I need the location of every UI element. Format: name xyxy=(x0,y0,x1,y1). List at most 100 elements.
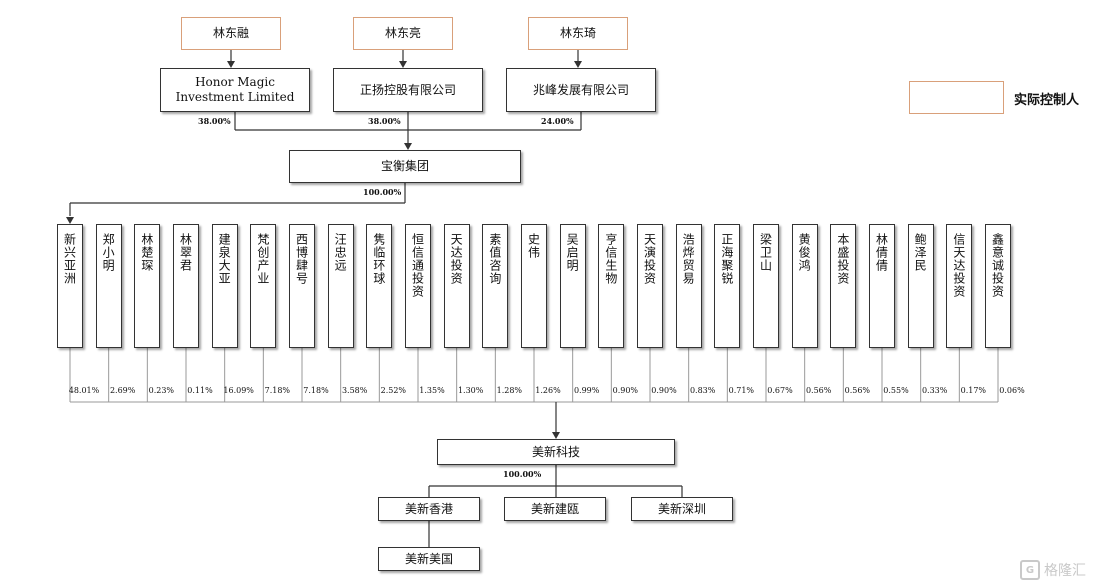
shareholder-name: 亨信生物 xyxy=(603,233,618,285)
sub-subsidiary-name: 美新美国 xyxy=(404,551,453,566)
shareholder-name: 吴启明 xyxy=(565,233,580,272)
subsidiary-box: 美新香港 xyxy=(378,497,480,521)
holding-entity-box: 正扬控股有限公司 xyxy=(333,68,483,112)
shareholder-pct: 0.55% xyxy=(883,386,909,395)
shareholder-pct: 2.69% xyxy=(109,386,136,395)
shareholder-name: 恒信通投资 xyxy=(410,233,425,298)
subsidiary-box: 美新建瓯 xyxy=(504,497,606,521)
shareholder-pct: 0.56% xyxy=(805,386,832,395)
shareholder-box: 隽临环球 xyxy=(366,224,393,348)
shareholder-box: 天演投资 xyxy=(637,224,663,348)
holding-entity-name: 正扬控股有限公司 xyxy=(359,82,456,97)
shareholder-name: 天演投资 xyxy=(642,233,657,285)
shareholder-box: 浩烨贸易 xyxy=(675,224,702,348)
shareholder-name: 浩烨贸易 xyxy=(681,233,696,285)
shareholder-name: 梁卫山 xyxy=(758,233,773,272)
shareholder-name: 素值咨询 xyxy=(487,233,502,285)
shareholder-name: 建泉大亚 xyxy=(217,233,232,285)
shareholder-pct: 7.18% xyxy=(303,386,329,395)
shareholder-box: 吴启明 xyxy=(559,224,586,348)
shareholder-pct: 3.58% xyxy=(341,386,368,395)
shareholder-pct: 7.18% xyxy=(264,386,291,395)
shareholder-pct: 0.90% xyxy=(651,386,677,395)
shareholder-pct: 0.17% xyxy=(960,386,987,395)
shareholder-name: 本盛投资 xyxy=(835,233,850,285)
shareholder-pct: 0.71% xyxy=(728,386,755,395)
shareholder-pct: 0.56% xyxy=(844,386,871,395)
subsidiary-name: 美新建瓯 xyxy=(530,501,579,516)
holding-entity-pct: 24.00% xyxy=(541,116,574,126)
shareholder-name: 鑫意诚投资 xyxy=(990,233,1005,298)
controller-box: 林东琦 xyxy=(528,17,628,50)
shareholder-box: 林倩倩 xyxy=(869,224,895,348)
legend-swatch xyxy=(909,81,1004,114)
watermark-text: 格隆汇 xyxy=(1044,563,1086,579)
shareholder-pct: 2.52% xyxy=(380,386,407,395)
shareholder-box: 林楚琛 xyxy=(134,224,161,348)
company-pct: 100.00% xyxy=(503,469,542,479)
shareholder-pct: 16.09% xyxy=(223,386,254,395)
shareholder-box: 天达投资 xyxy=(443,224,470,348)
shareholder-box: 亨信生物 xyxy=(598,224,625,348)
shareholder-box: 史伟 xyxy=(521,224,547,348)
watermark-logo-icon: G xyxy=(1020,560,1040,580)
shareholder-box: 西博肆号 xyxy=(289,224,315,348)
shareholder-name: 黄俊鸿 xyxy=(797,233,812,272)
shareholder-name: 新兴亚洲 xyxy=(62,233,77,285)
holding-entity-box: Honor Magic Investment Limited xyxy=(160,68,310,112)
shareholder-box: 梵创产业 xyxy=(250,224,277,348)
shareholder-box: 新兴亚洲 xyxy=(57,224,83,348)
shareholder-pct: 1.28% xyxy=(496,386,523,395)
shareholder-name: 林翠君 xyxy=(178,233,193,272)
controller-box: 林东融 xyxy=(181,17,281,50)
shareholder-pct: 0.99% xyxy=(573,386,600,395)
controller-name: 林东融 xyxy=(212,26,249,40)
shareholder-pct: 0.33% xyxy=(921,386,948,395)
shareholder-box: 梁卫山 xyxy=(753,224,779,348)
holding-entity-pct: 38.00% xyxy=(368,116,401,126)
watermark: G 格隆汇 xyxy=(1020,560,1086,580)
shareholder-pct: 1.30% xyxy=(457,386,484,395)
subsidiary-box: 美新深圳 xyxy=(631,497,733,521)
shareholder-pct: 48.01% xyxy=(68,386,100,395)
group-pct: 100.00% xyxy=(363,187,402,197)
controller-box: 林东亮 xyxy=(353,17,453,50)
subsidiary-name: 美新香港 xyxy=(404,501,453,516)
arrow-icon xyxy=(227,61,235,68)
shareholder-box: 本盛投资 xyxy=(830,224,857,348)
shareholder-name: 信天达投资 xyxy=(951,233,966,298)
shareholder-name: 正海聚锐 xyxy=(719,233,734,285)
legend-label: 实际控制人 xyxy=(1014,93,1080,108)
shareholder-box: 信天达投资 xyxy=(946,224,973,348)
holding-entity-pct: 38.00% xyxy=(198,116,231,126)
arrow-icon xyxy=(574,61,582,68)
shareholder-box: 林翠君 xyxy=(173,224,199,348)
shareholder-pct: 1.35% xyxy=(419,386,445,395)
controller-name: 林东亮 xyxy=(384,26,421,40)
shareholder-name: 西博肆号 xyxy=(294,233,309,285)
shareholder-name: 鲍泽民 xyxy=(913,233,928,272)
shareholder-name: 林倩倩 xyxy=(874,233,889,272)
shareholder-pct: 0.11% xyxy=(187,386,213,395)
holding-entity-name: Honor Magic Investment Limited xyxy=(175,75,295,104)
arrow-icon xyxy=(552,432,560,439)
shareholder-box: 郑小明 xyxy=(95,224,122,348)
holding-entity-box: 兆峰发展有限公司 xyxy=(506,68,656,112)
shareholder-name: 史伟 xyxy=(526,233,541,259)
shareholder-box: 正海聚锐 xyxy=(714,224,741,348)
shareholder-box: 汪忠远 xyxy=(327,224,354,348)
shareholder-box: 建泉大亚 xyxy=(211,224,238,348)
shareholder-name: 梵创产业 xyxy=(255,233,270,285)
shareholder-name: 天达投资 xyxy=(449,233,464,285)
shareholder-name: 林楚琛 xyxy=(139,233,154,272)
shareholder-pct: 1.26% xyxy=(535,386,561,395)
shareholder-name: 汪忠远 xyxy=(333,233,348,272)
arrow-icon xyxy=(404,143,412,150)
group-name: 宝衡集团 xyxy=(380,159,429,173)
shareholder-pct: 0.23% xyxy=(148,386,175,395)
holding-entity-name: 兆峰发展有限公司 xyxy=(532,82,629,97)
arrow-icon xyxy=(399,61,407,68)
shareholder-box: 鑫意诚投资 xyxy=(985,224,1011,348)
shareholder-name: 郑小明 xyxy=(101,233,116,272)
